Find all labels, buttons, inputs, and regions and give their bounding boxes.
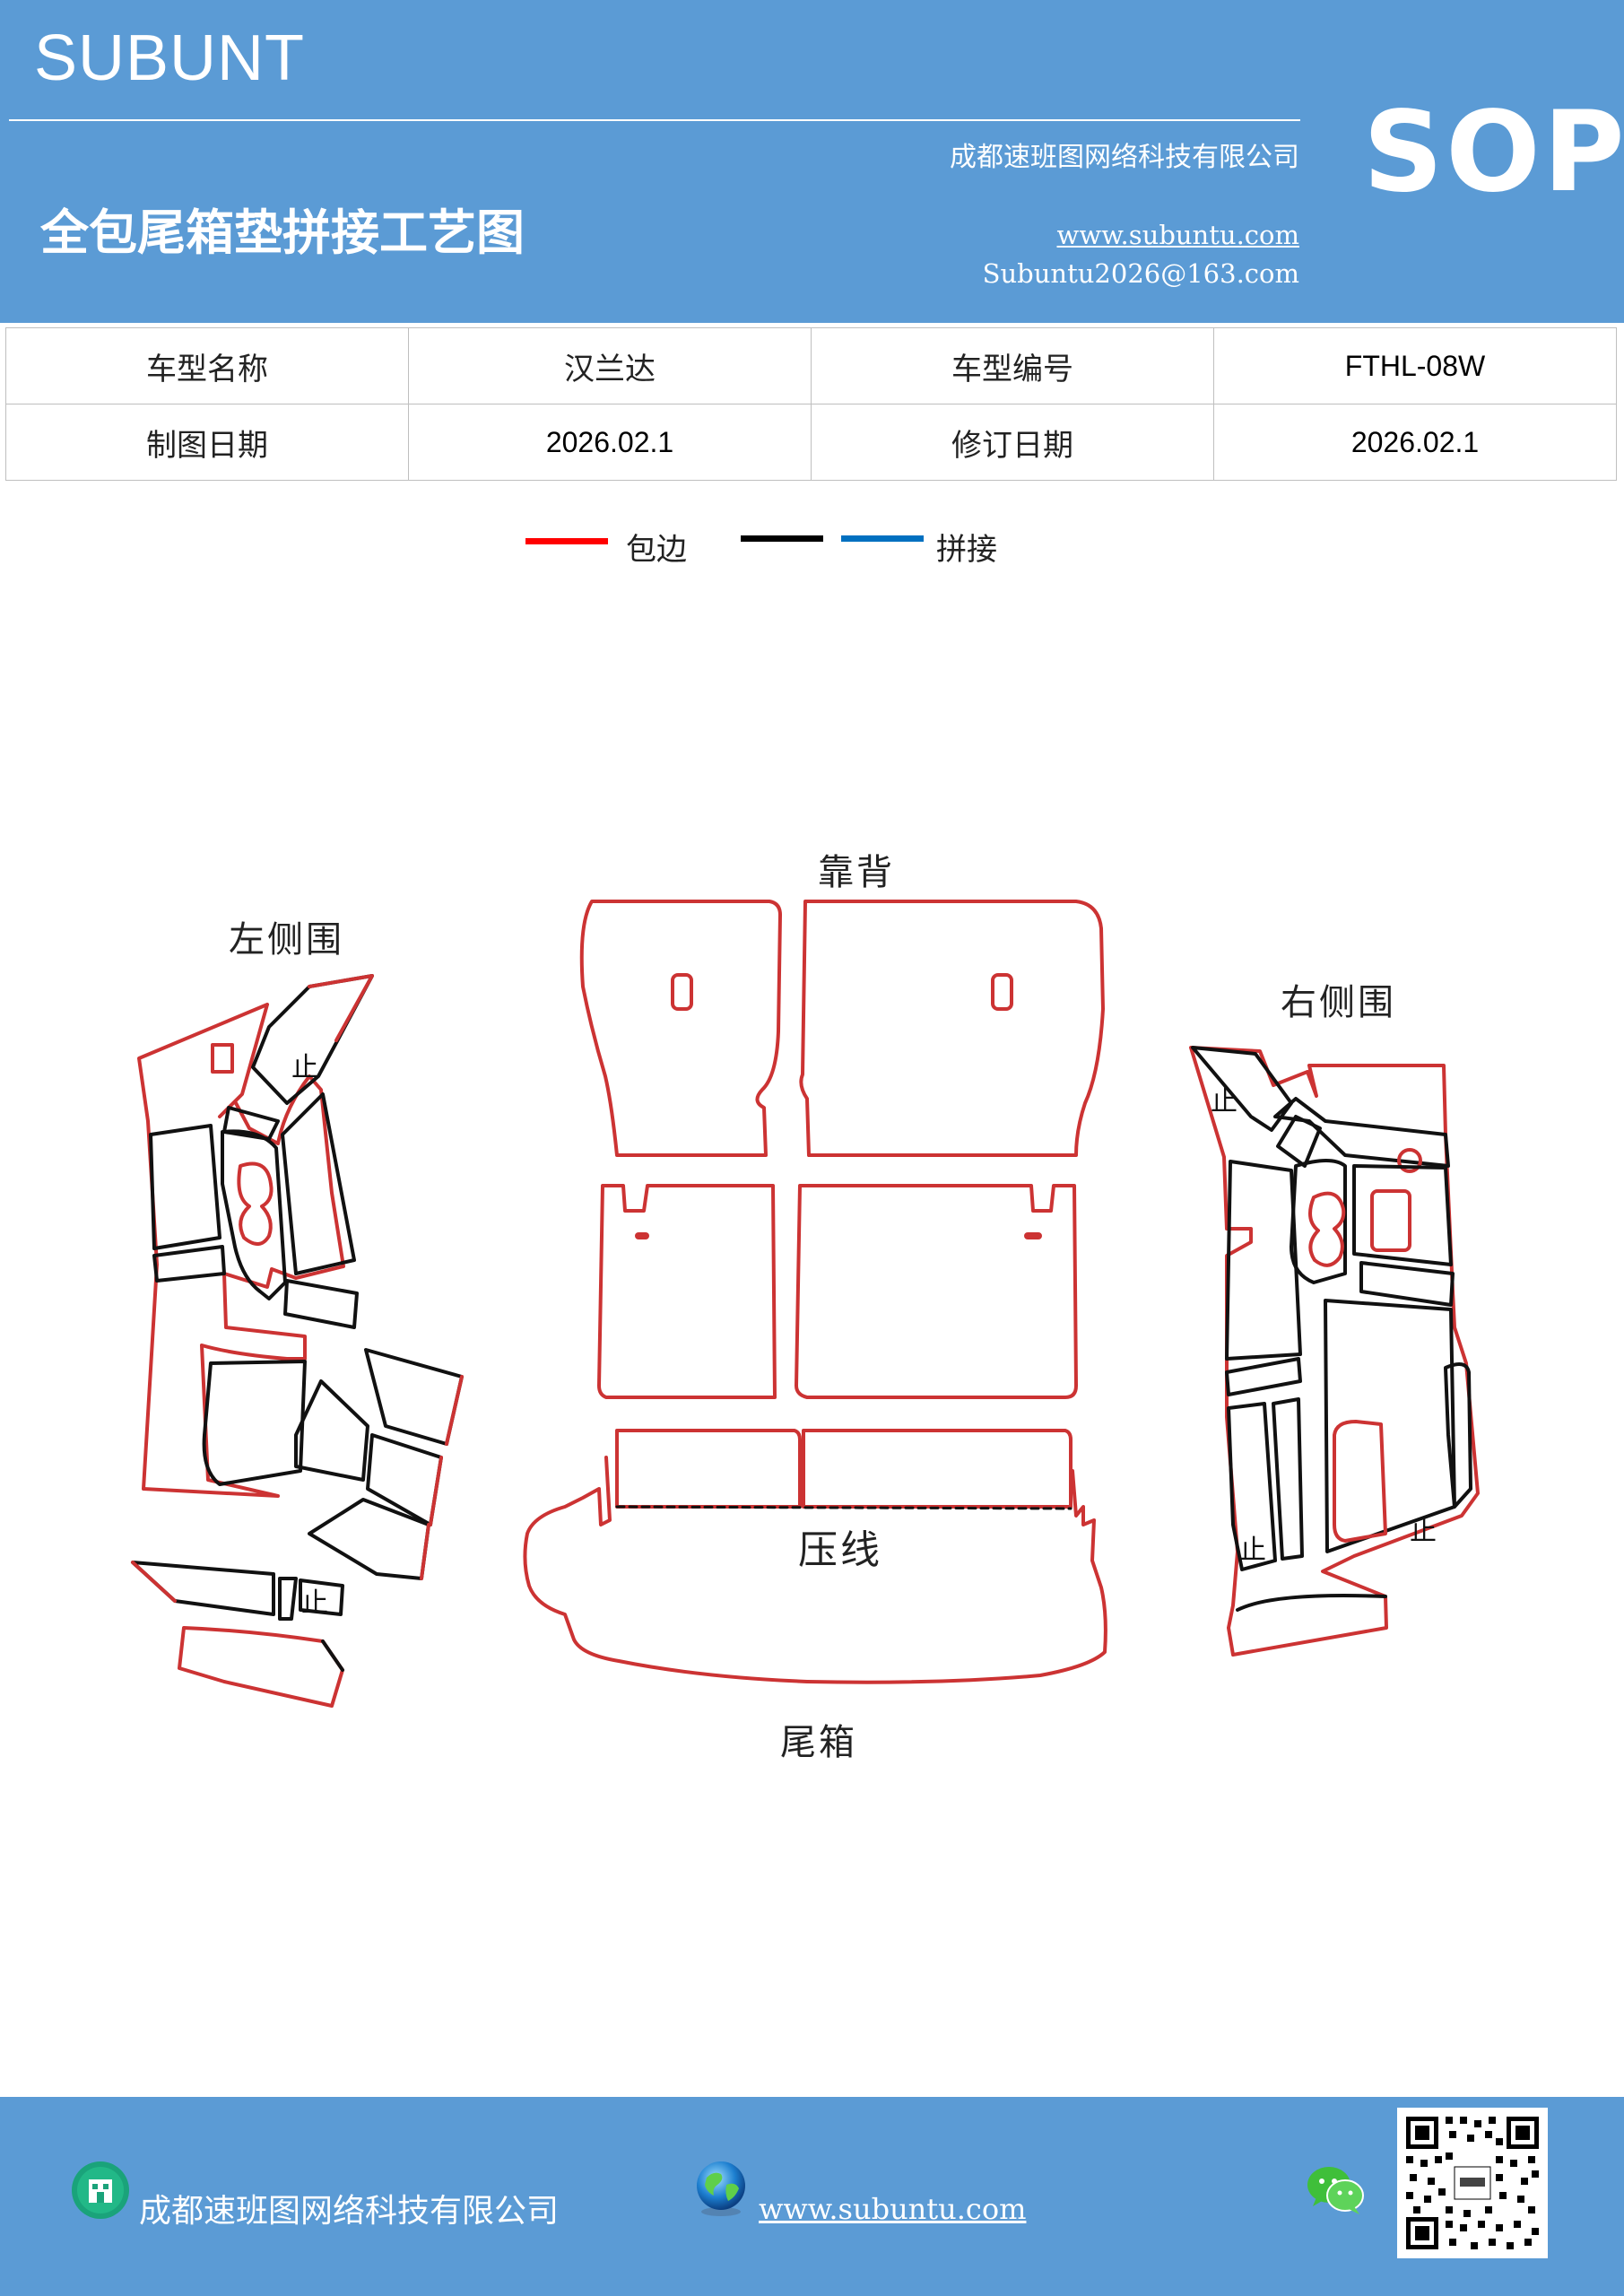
label-backrest: 靠背 [818, 852, 895, 893]
left-side-lower-wedge [366, 1433, 443, 1526]
stop-mark: 止 [1410, 1516, 1437, 1547]
left-side-cupholder-panel [221, 1129, 287, 1300]
legend-label-binding: 包边 [626, 532, 687, 568]
backrest-lower-left-panel [597, 1184, 777, 1399]
left-side-top-strip [251, 974, 374, 1105]
trunk-upper-right-panel [802, 1429, 1073, 1509]
right-side-lower-slim [1272, 1397, 1304, 1561]
label-revision-date: 修订日期 [811, 404, 1214, 481]
label-press-line: 压线 [798, 1527, 882, 1573]
building-icon [72, 2161, 129, 2219]
header-divider [9, 119, 1300, 121]
stop-mark: 止 [1239, 1535, 1266, 1566]
footer-website-link[interactable]: www.subuntu.com [759, 2192, 1027, 2226]
footer-company-name: 成都速班图网络科技有限公司 [139, 2193, 560, 2230]
left-side-big-lower-panel [202, 1360, 307, 1486]
right-side-rect-hole [1370, 1189, 1411, 1252]
right-side-small-tab [1276, 1115, 1322, 1168]
legend-swatch-black [741, 535, 823, 542]
value-draw-date: 2026.02.1 [408, 404, 812, 481]
backrest-left-slot [671, 973, 693, 1011]
website-link[interactable]: www.subuntu.com [1056, 220, 1299, 250]
trunk-press-line [615, 1505, 1073, 1510]
label-left-side: 左侧围 [229, 919, 344, 961]
backrest-left-panel [579, 900, 782, 1157]
value-model-name: 汉兰达 [408, 327, 812, 404]
trunk-floor-panel [523, 1456, 1107, 1684]
qr-code [1397, 2108, 1548, 2258]
stop-marks: 止 止 止 止 止 [291, 1052, 1437, 1619]
backrest-right-slot [991, 973, 1013, 1011]
left-side-mid-strip [152, 1245, 226, 1283]
left-side-upper-block [149, 1124, 221, 1250]
wechat-icon [1307, 2167, 1364, 2214]
value-revision-date: 2026.02.1 [1213, 404, 1617, 481]
left-side-right-wedge-edge [445, 1375, 464, 1446]
label-model-name: 车型名称 [5, 327, 409, 404]
email-link[interactable]: Subuntu2026@163.com [982, 258, 1299, 289]
right-side-left-strip [1225, 1160, 1302, 1361]
right-side-bottom-strip [1236, 1594, 1387, 1612]
left-side-small-square [211, 1043, 234, 1074]
left-side-bottom-small-parts [278, 1577, 344, 1621]
left-side-outer-edge [137, 1003, 345, 1498]
left-side-triangle-panel [294, 1379, 369, 1482]
right-side-left-lower-strip [1225, 1357, 1302, 1396]
right-side-cupholder-panel [1290, 1159, 1347, 1284]
label-model-code: 车型编号 [811, 327, 1214, 404]
right-side-right-curve [1444, 1362, 1472, 1509]
brand-name: SUBUNT [34, 22, 306, 94]
header-banner [0, 0, 1624, 323]
vehicle-info-table: 车型名称 汉兰达 车型编号 FTHL-08W 制图日期 2026.02.1 修订… [5, 327, 1617, 481]
left-side-lower-wedge-edge [429, 1456, 443, 1526]
label-trunk: 尾箱 [780, 1722, 857, 1763]
stop-mark: 止 [291, 1052, 318, 1083]
backrest-group [579, 900, 1105, 1399]
legend-swatch-red [525, 538, 608, 544]
left-side-right-strip [281, 1092, 356, 1275]
legend-label-seam: 拼接 [936, 532, 997, 568]
right-side-outer-edge [1189, 1046, 1480, 1657]
left-side-top-edge [308, 974, 374, 1042]
right-side-big-panel [1324, 1299, 1456, 1553]
left-side-group [131, 974, 464, 1708]
right-side-mid-block [1352, 1164, 1453, 1266]
right-side-lower-strip [1227, 1402, 1277, 1571]
document-title: 全包尾箱垫拼接工艺图 [40, 204, 525, 261]
legend-swatch-blue [841, 535, 924, 542]
globe-icon [697, 2161, 745, 2216]
trunk-group [523, 1429, 1107, 1684]
backrest-lower-right-panel [795, 1184, 1078, 1399]
sop-badge: SOP [1363, 88, 1624, 217]
stop-mark: 止 [1211, 1086, 1238, 1118]
left-side-bottom-strip [131, 1561, 275, 1616]
right-side-circle-hole [1397, 1148, 1422, 1173]
label-right-side: 右侧围 [1281, 982, 1396, 1023]
trunk-upper-left-panel [615, 1429, 802, 1509]
value-model-code: FTHL-08W [1213, 327, 1617, 404]
left-side-bottom-strip-edge [131, 1561, 177, 1603]
left-side-lower-block [283, 1279, 359, 1329]
left-side-bottom-fan-edge [420, 1523, 430, 1580]
table-row: 制图日期 2026.02.1 修订日期 2026.02.1 [5, 404, 1617, 481]
qr-code-pattern [1403, 2113, 1542, 2253]
left-side-footer-strip [178, 1626, 344, 1708]
right-side-group [1189, 1046, 1480, 1657]
right-side-top-block [1273, 1097, 1450, 1168]
right-side-window-hole [1333, 1420, 1387, 1543]
left-side-cupholder [237, 1161, 274, 1246]
left-side-right-wedge [364, 1348, 464, 1446]
stop-mark: 止 [301, 1587, 328, 1619]
label-draw-date: 制图日期 [5, 404, 409, 481]
table-row: 车型名称 汉兰达 车型编号 FTHL-08W [5, 327, 1617, 404]
right-side-mid-strip [1359, 1261, 1455, 1307]
company-name: 成都速班图网络科技有限公司 [950, 142, 1299, 173]
left-side-footer-seam [321, 1639, 344, 1672]
right-side-cupholder [1308, 1191, 1346, 1267]
backrest-right-panel [799, 900, 1105, 1157]
left-side-small-tab [222, 1106, 280, 1141]
